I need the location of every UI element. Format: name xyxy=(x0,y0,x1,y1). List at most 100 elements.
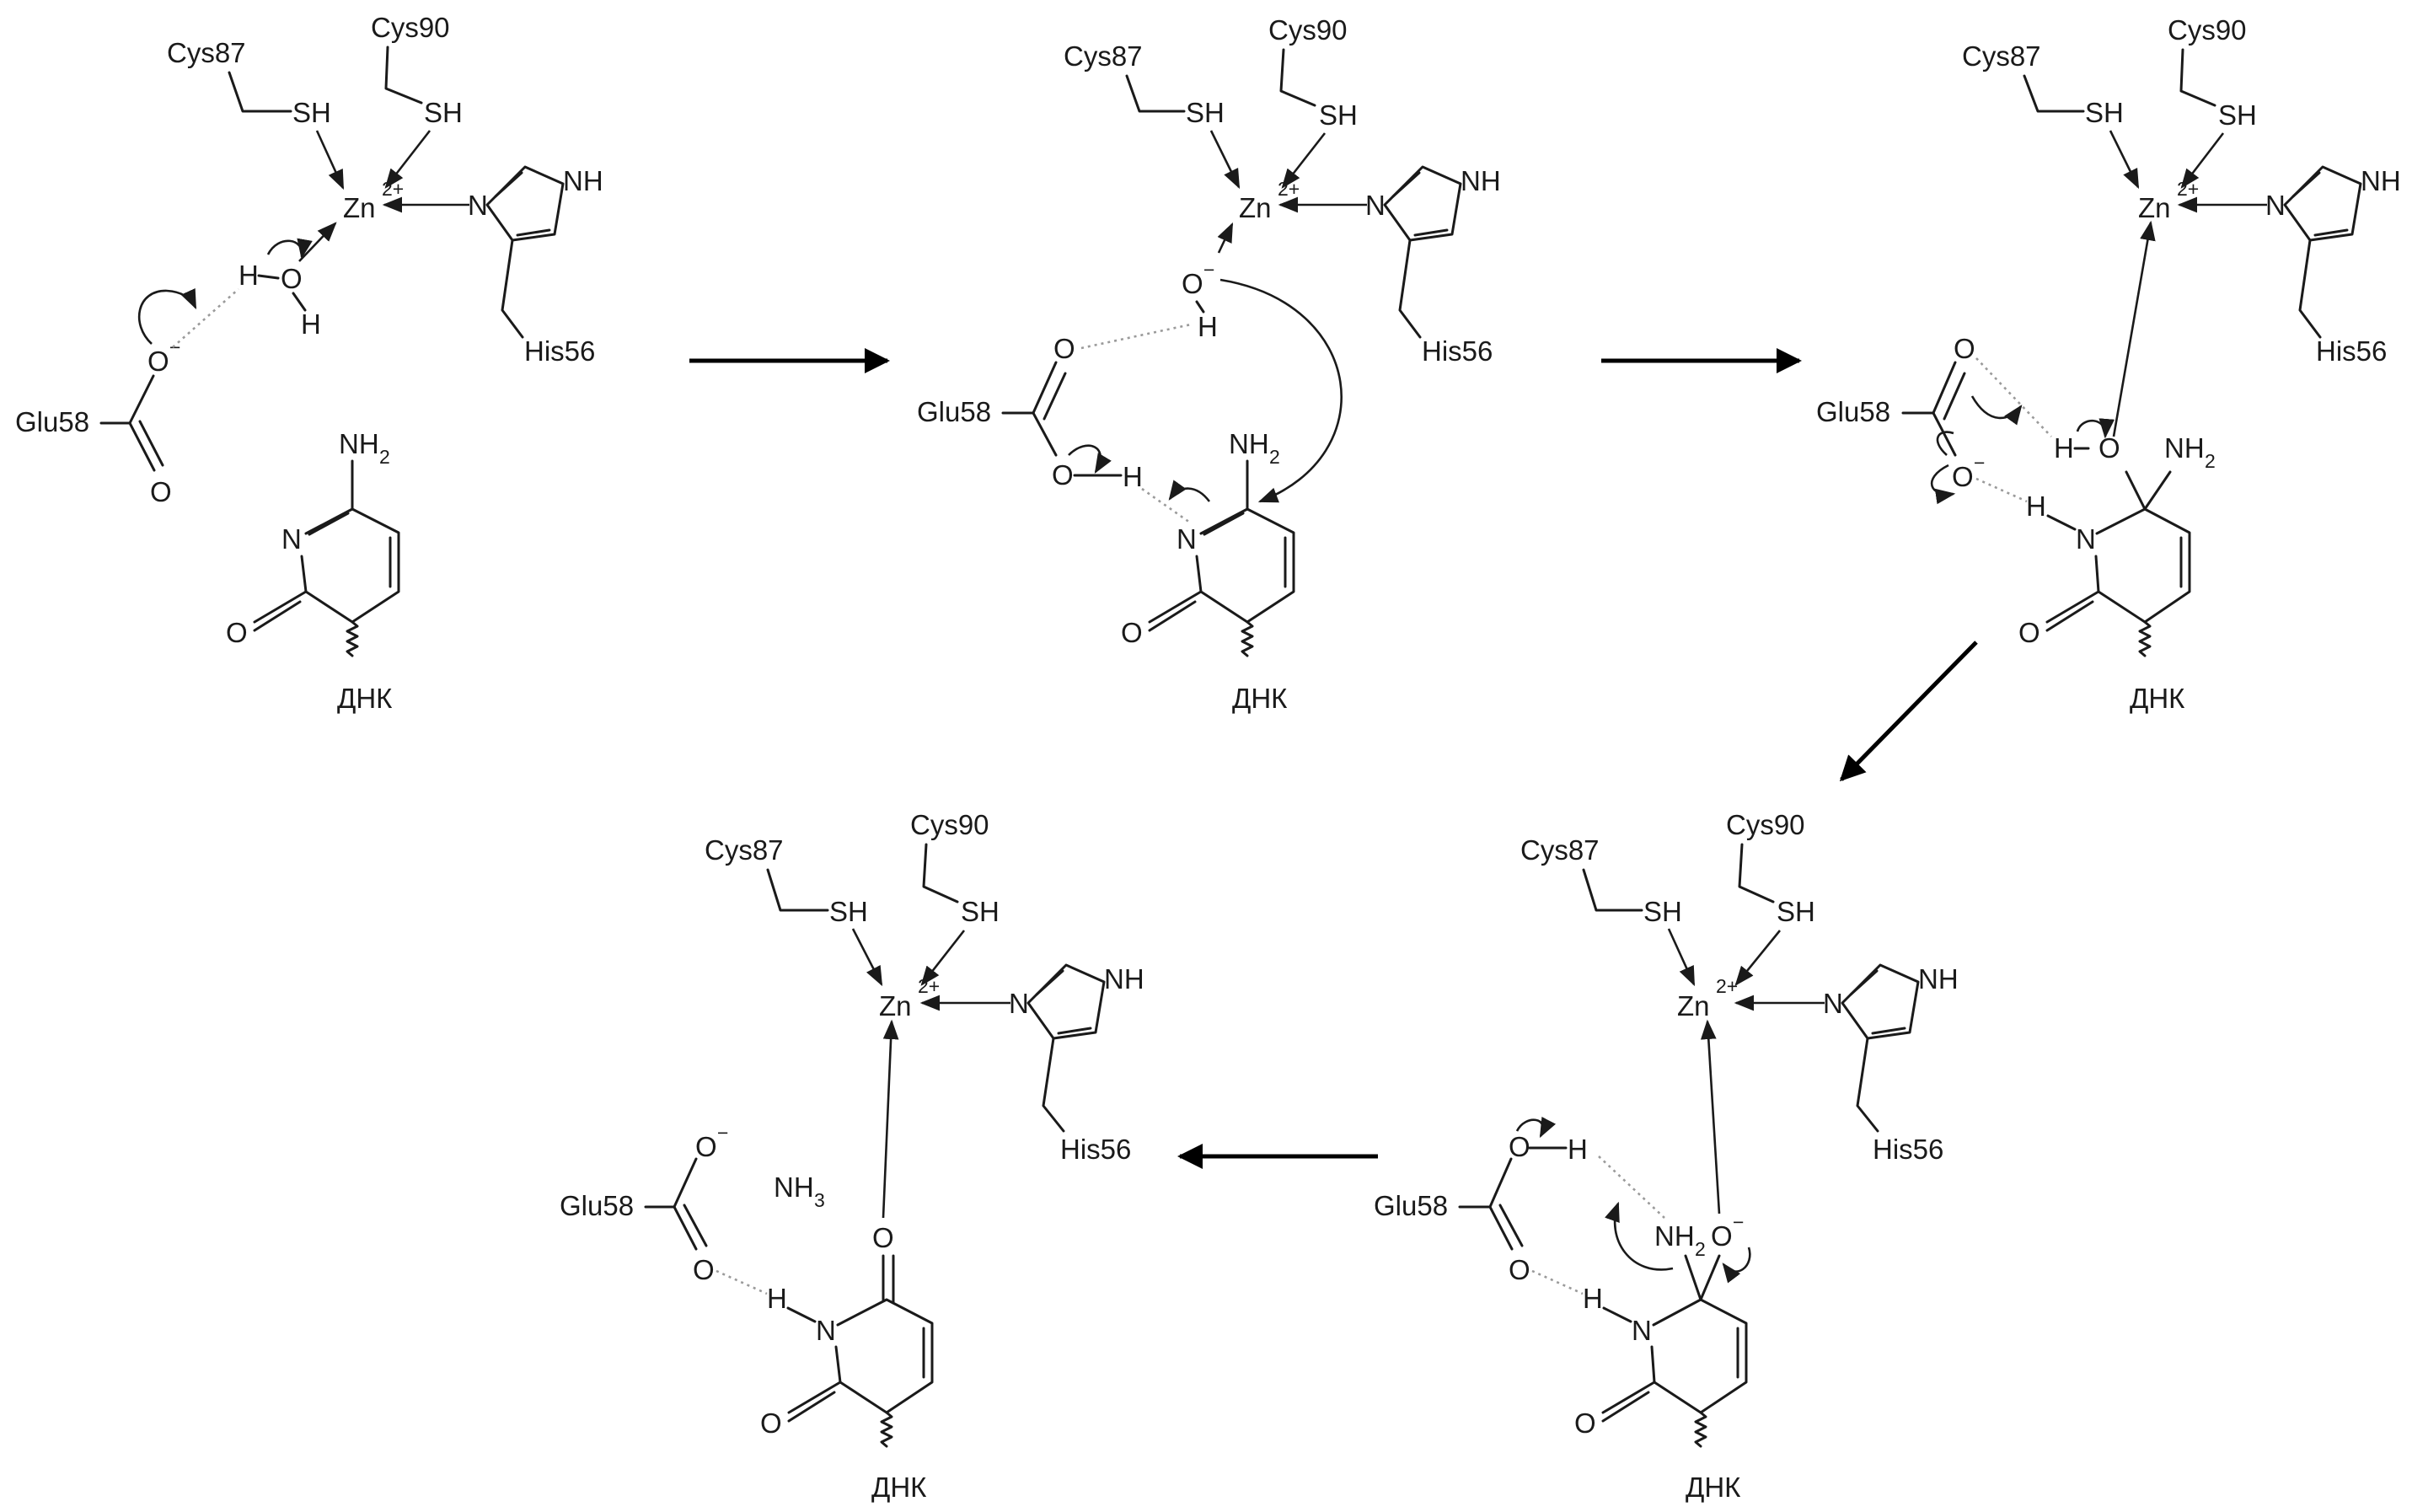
glu-oh-h: H xyxy=(1568,1134,1588,1165)
his56-label: His56 xyxy=(1060,1134,1131,1165)
sh-label: SH xyxy=(2085,97,2124,128)
cys90-label: Cys90 xyxy=(910,809,989,840)
ring-n: N xyxy=(2076,523,2096,555)
negative-charge: − xyxy=(1733,1211,1744,1233)
amide-h: H xyxy=(1583,1283,1603,1314)
negative-charge: − xyxy=(1203,259,1214,281)
glu-oh-h: H xyxy=(1123,461,1143,492)
carbonyl-o: O xyxy=(1121,617,1143,648)
cys87-label: Cys87 xyxy=(167,37,246,68)
imidazole-nh: NH xyxy=(1461,165,1501,196)
carbonyl-o: O xyxy=(760,1407,782,1439)
sh-label: SH xyxy=(829,896,868,927)
dna-label: ДНК xyxy=(871,1472,927,1503)
glu-carbonyl-o: O xyxy=(693,1254,715,1285)
step-1-water-coordination: Cys87 SH Cys90 SH Zn 2+ N NH His56 H O H… xyxy=(15,12,603,714)
tetrahedral-nh2: NH xyxy=(2164,432,2205,464)
water-h: H xyxy=(301,308,321,340)
glu-o-minus: O xyxy=(147,346,169,377)
zinc-charge: 2+ xyxy=(2177,178,2199,200)
glu58-label: Glu58 xyxy=(15,406,89,437)
step-5-product-uracil: Cys87 SH Cys90 SH Zn 2+ N NH His56 Glu58… xyxy=(560,809,1144,1503)
negative-charge: − xyxy=(169,336,180,358)
uracil-o4: O xyxy=(872,1222,894,1253)
subscript: 2 xyxy=(2205,450,2216,472)
hydroxide-o: O xyxy=(1182,268,1203,299)
imidazole-n: N xyxy=(1009,988,1029,1019)
glu-carbonyl-o: O xyxy=(1053,333,1075,364)
glu-carbonyl-o: O xyxy=(1509,1254,1530,1285)
cytosine-n: N xyxy=(1177,523,1197,555)
glu-carbonyl-o: O xyxy=(1954,333,1975,364)
amide-h: H xyxy=(2026,491,2046,522)
cys90-label: Cys90 xyxy=(1726,809,1805,840)
cytosine-n: N xyxy=(281,523,302,555)
cys90-label: Cys90 xyxy=(2168,14,2247,46)
imidazole-nh: NH xyxy=(563,165,603,196)
dna-label: ДНК xyxy=(2130,683,2185,714)
carbonyl-o: O xyxy=(2018,617,2040,648)
cytosine-nh2: NH xyxy=(339,428,379,459)
sh-label: SH xyxy=(1319,99,1358,131)
glu58-label: Glu58 xyxy=(917,396,991,427)
carbonyl-o: O xyxy=(226,617,248,648)
imidazole-n: N xyxy=(2265,190,2286,221)
step-arrow xyxy=(1839,641,1978,782)
carbonyl-o: O xyxy=(1574,1407,1596,1439)
step-3-tetrahedral-intermediate: Cys87 SH Cys90 SH Zn 2+ N NH His56 H O N… xyxy=(1816,14,2401,714)
amide-h: H xyxy=(767,1283,787,1314)
zinc-charge: 2+ xyxy=(1716,975,1738,997)
cys87-label: Cys87 xyxy=(1064,40,1143,72)
leaving-nh2: NH xyxy=(1654,1220,1695,1252)
water-o: O xyxy=(281,263,303,294)
zinc-charge: 2+ xyxy=(382,178,404,200)
glu58-label: Glu58 xyxy=(1816,396,1890,427)
sh-label: SH xyxy=(292,97,331,128)
glu-carbonyl-o: O xyxy=(150,476,172,507)
negative-charge: − xyxy=(717,1122,728,1144)
cys87-label: Cys87 xyxy=(705,834,784,866)
step-2-nucleophilic-attack: Cys87 SH Cys90 SH Zn 2+ N NH His56 O − H… xyxy=(917,14,1501,714)
glu-oh-o: O xyxy=(1052,459,1074,491)
subscript: 2 xyxy=(1269,446,1280,468)
alkoxide-o: O xyxy=(1711,1220,1733,1252)
imidazole-n: N xyxy=(1823,988,1843,1019)
imidazole-nh: NH xyxy=(2361,165,2401,196)
sh-label: SH xyxy=(2218,99,2257,131)
cys87-label: Cys87 xyxy=(1962,40,2041,72)
glu58-label: Glu58 xyxy=(560,1190,634,1221)
zinc-label: Zn xyxy=(1239,192,1272,223)
sh-label: SH xyxy=(424,97,463,128)
zinc-label: Zn xyxy=(2138,192,2171,223)
glu-oh-o: O xyxy=(1509,1131,1530,1162)
hydroxide-h: H xyxy=(1198,311,1218,342)
step-4-ammonia-leaving: Cys87 SH Cys90 SH Zn 2+ N NH His56 O − N… xyxy=(1374,809,1959,1503)
subscript: 2 xyxy=(1695,1238,1706,1260)
sh-label: SH xyxy=(1186,97,1225,128)
dna-label: ДНК xyxy=(337,683,393,714)
his56-label: His56 xyxy=(524,335,595,367)
zinc-label: Zn xyxy=(343,192,376,223)
subscript: 2 xyxy=(379,446,390,468)
ammonia-label: NH xyxy=(774,1172,814,1203)
dna-label: ДНК xyxy=(1686,1472,1741,1503)
zinc-label: Zn xyxy=(879,990,912,1021)
negative-charge: − xyxy=(1974,452,1985,474)
glu-o-minus: O xyxy=(695,1131,717,1162)
hydroxyl-h: H xyxy=(2054,432,2074,464)
his56-label: His56 xyxy=(1873,1134,1943,1165)
imidazole-nh: NH xyxy=(1104,963,1144,995)
subscript: 3 xyxy=(814,1189,825,1211)
cys90-label: Cys90 xyxy=(1268,14,1348,46)
imidazole-nh: NH xyxy=(1918,963,1959,995)
cytosine-nh2: NH xyxy=(1229,428,1269,459)
sh-label: SH xyxy=(961,896,1000,927)
cys90-label: Cys90 xyxy=(371,12,450,43)
ring-n: N xyxy=(816,1315,836,1346)
his56-label: His56 xyxy=(1422,335,1493,367)
cys87-label: Cys87 xyxy=(1520,834,1600,866)
zinc-label: Zn xyxy=(1677,990,1710,1021)
dna-label: ДНК xyxy=(1232,683,1288,714)
zinc-charge: 2+ xyxy=(918,975,940,997)
